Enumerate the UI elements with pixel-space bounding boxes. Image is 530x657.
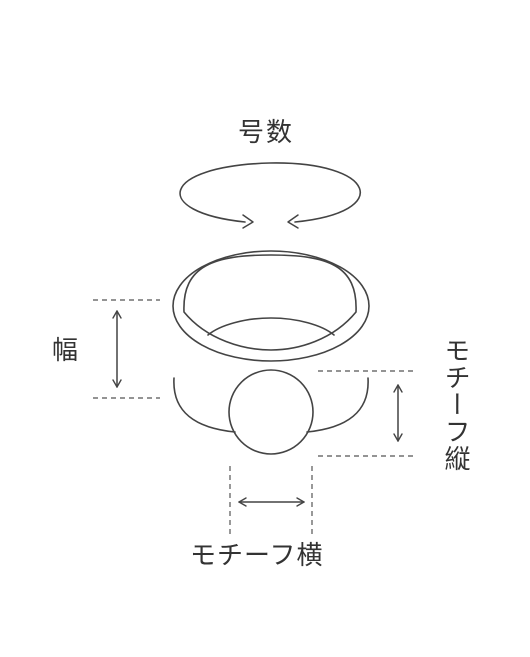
ring-size-label: 号数 [238, 118, 295, 148]
motif-height-label: モチーフ縦 [440, 337, 470, 472]
motif-width-label: モチーフ横 [190, 541, 324, 571]
motif-height-dimension [318, 370, 413, 457]
motif-width-dimension [229, 466, 313, 536]
rotation-arrow [179, 162, 361, 229]
ring-shank [173, 377, 369, 433]
ring-band [172, 250, 370, 362]
motif-circle [228, 369, 314, 455]
width-dimension [93, 299, 160, 399]
width-label: 幅 [52, 336, 79, 366]
